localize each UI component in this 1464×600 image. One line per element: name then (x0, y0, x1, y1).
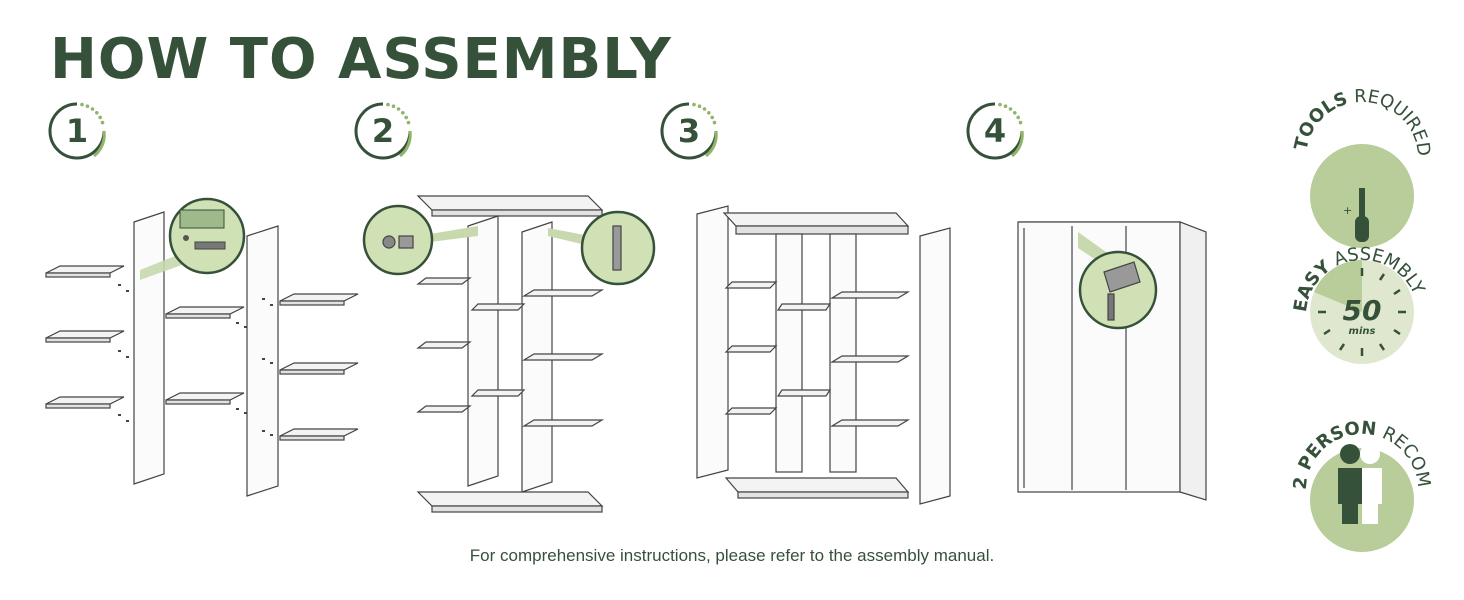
step-1-diagram (45, 197, 359, 497)
right-shelves (279, 293, 359, 441)
right-side-panel (919, 227, 951, 505)
zoom-detail-circle (1078, 250, 1158, 330)
tools-label-bold: TOOLS (1291, 88, 1351, 152)
progress-ring-icon (660, 102, 718, 160)
left-shelves (45, 265, 125, 409)
step-4-diagram (1017, 221, 1207, 501)
progress-ring-icon (48, 102, 106, 160)
step-number: 2 (371, 112, 395, 150)
screwdriver-icon: + (1343, 188, 1369, 242)
divider-left (467, 215, 499, 487)
time-unit: mins (1349, 326, 1376, 337)
two-person-badge: 2 PERSON RECOMM. (1280, 404, 1436, 568)
left-side-panel (133, 211, 165, 485)
middle-shelves (165, 306, 245, 405)
tools-required-badge: TOOLS REQUIRED + (1288, 86, 1436, 248)
step-4-marker: 4 (964, 100, 1026, 162)
step-1-marker: 1 (46, 100, 108, 162)
progress-ring-icon (354, 102, 412, 160)
step-number: 1 (65, 112, 89, 150)
progress-ring-icon (966, 102, 1024, 160)
easy-assembly-badge: EASY ASSEMBLY 50 mins (1288, 244, 1436, 394)
right-side-panel (246, 225, 279, 497)
step-2-marker: 2 (352, 100, 414, 162)
zoom-detail-circle (362, 204, 434, 276)
top-panel (416, 195, 604, 211)
step-3-marker: 3 (658, 100, 720, 162)
page-title: HOW TO ASSEMBLY (50, 27, 672, 92)
instructions-footer: For comprehensive instructions, please r… (469, 546, 995, 565)
step-2-diagram (362, 195, 656, 513)
left-side-panel (696, 205, 729, 479)
step-number: 3 (677, 112, 701, 150)
time-value: 50 (1343, 294, 1382, 327)
stopwatch-icon (1318, 268, 1406, 356)
svg-text:+: + (1343, 204, 1352, 217)
top-panel (722, 212, 910, 227)
two-people-icon (1338, 444, 1382, 524)
step-number: 4 (983, 112, 1007, 150)
step-3-diagram (696, 205, 951, 505)
bottom-panel (416, 491, 604, 507)
